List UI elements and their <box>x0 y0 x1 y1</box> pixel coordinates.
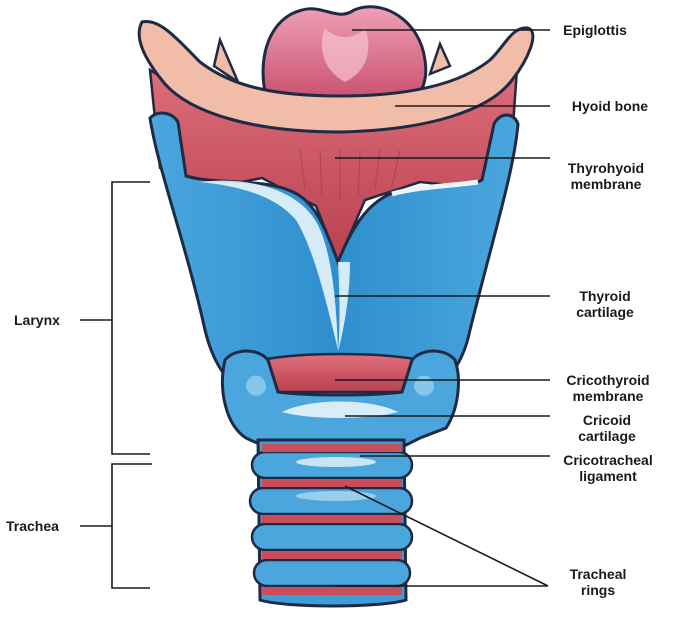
label-hyoid-bone: Hyoid bone <box>560 98 660 114</box>
cricotracheal-text-1: Cricotracheal <box>552 452 664 468</box>
cricothyroid-text-2: membrane <box>556 388 660 404</box>
cricoid-text-2: cartilage <box>560 428 654 444</box>
label-cricothyroid-membrane: Cricothyroid membrane <box>556 372 660 404</box>
trachea-text: Trachea <box>6 518 59 534</box>
label-epiglottis: Epiglottis <box>560 22 630 38</box>
label-thyrohyoid-membrane: Thyrohyoid membrane <box>556 160 656 192</box>
cricothyroid-text-1: Cricothyroid <box>556 372 660 388</box>
thyroid-text-2: cartilage <box>560 304 650 320</box>
tracheal-rings-text-1: Tracheal <box>560 566 636 582</box>
epiglottis-text: Epiglottis <box>563 22 627 38</box>
larynx-text: Larynx <box>14 312 60 328</box>
label-larynx: Larynx <box>14 312 60 328</box>
label-thyroid-cartilage: Thyroid cartilage <box>560 288 650 320</box>
label-tracheal-rings: Tracheal rings <box>560 566 636 598</box>
label-cricoid-cartilage: Cricoid cartilage <box>560 412 654 444</box>
hyoid-horn-right <box>430 44 450 74</box>
cricoid-text-1: Cricoid <box>560 412 654 428</box>
tracheal-rings-text-2: rings <box>560 582 636 598</box>
thyrohyoid-text-2: membrane <box>556 176 656 192</box>
thyroid-text-1: Thyroid <box>560 288 650 304</box>
cricotracheal-text-2: ligament <box>552 468 664 484</box>
tracheal-rings <box>250 444 412 595</box>
thyrohyoid-text-1: Thyrohyoid <box>556 160 656 176</box>
cricothyroid-membrane-shape <box>262 354 420 392</box>
label-cricotracheal-ligament: Cricotracheal ligament <box>552 452 664 484</box>
label-trachea: Trachea <box>6 518 59 534</box>
hyoid-bone-text: Hyoid bone <box>572 98 648 114</box>
brackets <box>80 182 152 588</box>
